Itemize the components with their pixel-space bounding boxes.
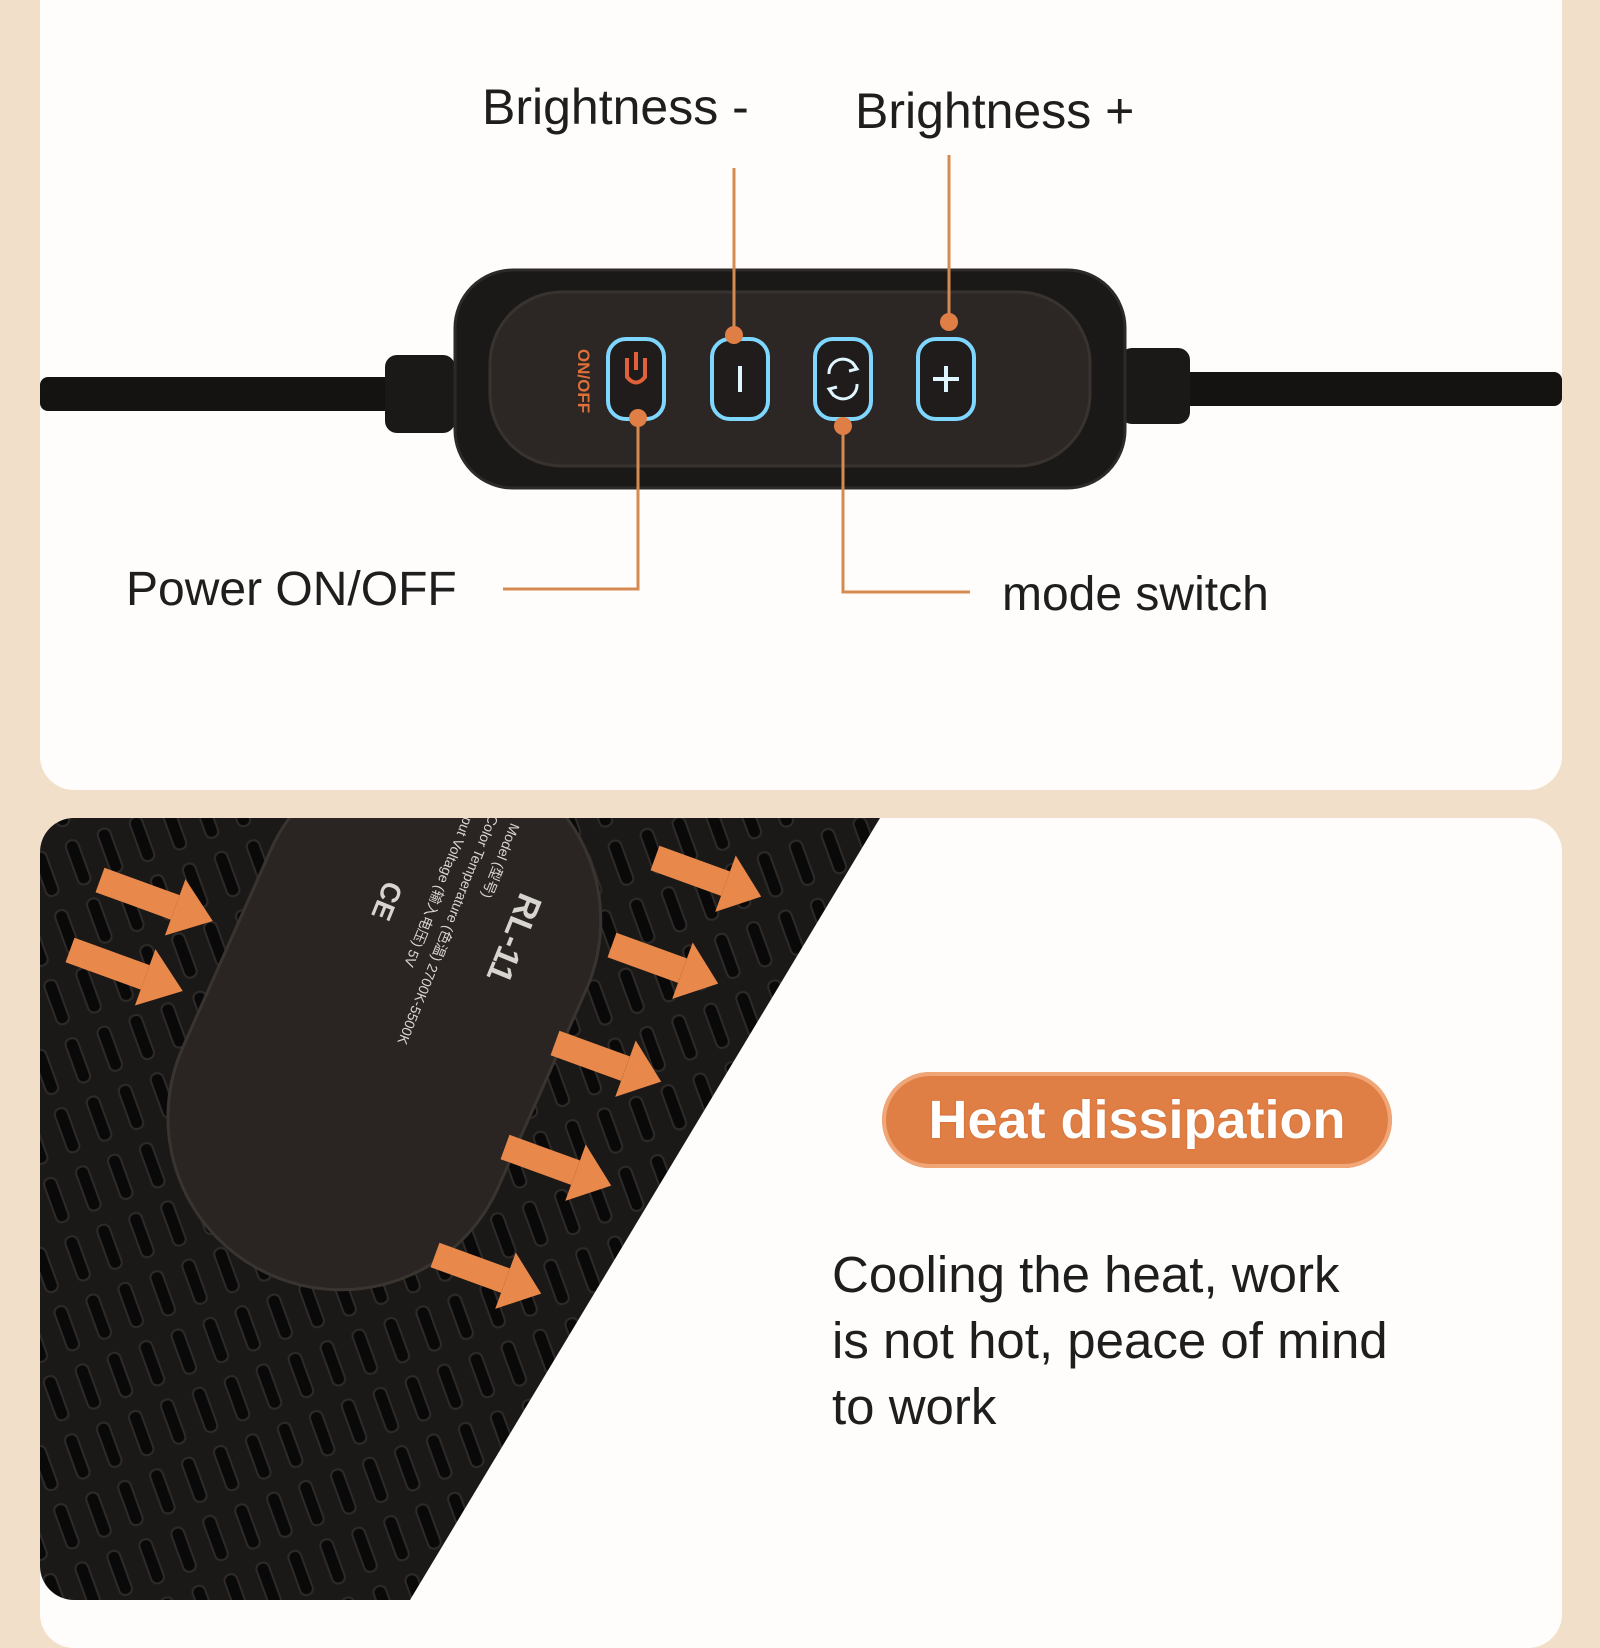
leader-lines bbox=[503, 155, 970, 594]
heat-dissipation-badge: Heat dissipation bbox=[882, 1072, 1392, 1168]
cable-right bbox=[1170, 372, 1562, 406]
description-line-3: to work bbox=[832, 1378, 997, 1435]
feature-description: Cooling the heat, work is not hot, peace… bbox=[832, 1242, 1532, 1440]
arrow-icon bbox=[500, 1134, 612, 1201]
arrow-icon bbox=[650, 845, 762, 912]
arrow-icon bbox=[430, 1242, 542, 1309]
arrow-icon bbox=[65, 937, 183, 1006]
cable-left bbox=[40, 377, 400, 411]
device-back-illustration: RL-11 Model (型号) Color Temperature (色温) … bbox=[40, 818, 880, 1600]
brightness-minus-button[interactable] bbox=[710, 337, 770, 421]
leader-power bbox=[503, 418, 640, 591]
refresh-icon bbox=[826, 357, 860, 401]
arrow-icon bbox=[95, 867, 213, 936]
badge-text: Heat dissipation bbox=[928, 1090, 1346, 1150]
label-mode-switch: mode switch bbox=[1002, 568, 1269, 621]
arrow-icon bbox=[607, 932, 719, 999]
label-plate bbox=[166, 818, 603, 1292]
controller-illustration: ON/OFF bbox=[40, 155, 1562, 594]
arrow-icon bbox=[550, 1030, 662, 1097]
description-line-1: Cooling the heat, work bbox=[832, 1246, 1340, 1303]
brightness-plus-button[interactable] bbox=[916, 337, 976, 421]
label-power: Power ON/OFF bbox=[126, 563, 457, 616]
power-icon bbox=[625, 352, 647, 385]
description-line-2: is not hot, peace of mind bbox=[832, 1312, 1388, 1369]
heat-arrows bbox=[65, 845, 762, 1309]
plus-icon bbox=[933, 366, 959, 392]
strain-relief-left bbox=[385, 355, 455, 433]
leader-mode bbox=[841, 426, 970, 594]
label-brightness-plus: Brightness + bbox=[855, 83, 1135, 139]
onoff-print: ON/OFF bbox=[574, 349, 593, 413]
label-brightness-minus: Brightness - bbox=[482, 79, 749, 135]
strain-relief-right bbox=[1120, 348, 1190, 424]
